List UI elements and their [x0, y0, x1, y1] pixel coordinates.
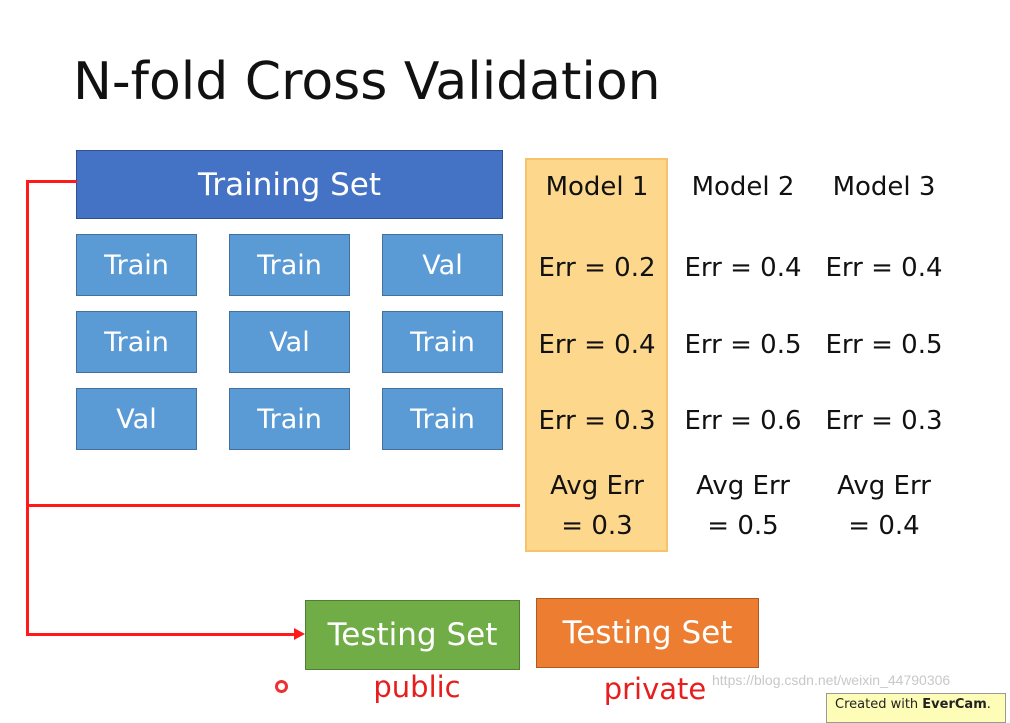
fold-cell: Train	[382, 311, 503, 373]
fold-cell: Train	[76, 311, 197, 373]
public-label: public	[373, 670, 461, 704]
fold-cell: Train	[229, 388, 350, 450]
arrow-head-icon	[294, 628, 305, 640]
fold-cell: Train	[76, 234, 197, 296]
avg-err-label: Avg Err	[837, 471, 931, 501]
model-1-highlight	[525, 158, 668, 552]
avg-err-label: Avg Err	[550, 471, 644, 501]
error-value: Err = 0.5	[684, 330, 802, 360]
connector-line	[26, 633, 296, 636]
testing-set-private: Testing Set	[536, 598, 759, 668]
fold-cell: Val	[229, 311, 350, 373]
fold-cell: Val	[76, 388, 197, 450]
error-value: Err = 0.6	[684, 406, 802, 436]
watermark: https://blog.csdn.net/weixin_44790306	[712, 672, 951, 688]
evercam-suffix: .	[986, 697, 991, 712]
avg-err-value: = 0.3	[561, 511, 633, 541]
fold-cell: Val	[382, 234, 503, 296]
fold-cell: Train	[229, 234, 350, 296]
error-value: Err = 0.4	[684, 253, 802, 283]
avg-err-value: = 0.5	[707, 511, 779, 541]
connector-line	[26, 180, 77, 183]
connector-line	[26, 504, 520, 507]
avg-err-value: = 0.4	[848, 511, 920, 541]
training-set-box: Training Set	[76, 150, 503, 219]
error-value: Err = 0.4	[825, 253, 943, 283]
error-value: Err = 0.3	[538, 406, 656, 436]
avg-err-label: Avg Err	[696, 471, 790, 501]
model-name: Model 1	[545, 172, 649, 202]
error-value: Err = 0.4	[538, 330, 656, 360]
error-value: Err = 0.2	[538, 253, 656, 283]
cursor-dot-icon	[275, 680, 288, 693]
testing-set-public: Testing Set	[305, 600, 520, 670]
evercam-badge: Created with EverCam.	[826, 693, 1006, 723]
evercam-brand: EverCam	[922, 697, 987, 712]
model-name: Model 3	[832, 172, 936, 202]
connector-line	[26, 180, 29, 636]
model-name: Model 2	[691, 172, 795, 202]
error-value: Err = 0.5	[825, 330, 943, 360]
slide-title: N-fold Cross Validation	[73, 52, 661, 112]
fold-cell: Train	[382, 388, 503, 450]
error-value: Err = 0.3	[825, 406, 943, 436]
private-label: private	[603, 672, 707, 706]
evercam-prefix: Created with	[835, 697, 923, 712]
